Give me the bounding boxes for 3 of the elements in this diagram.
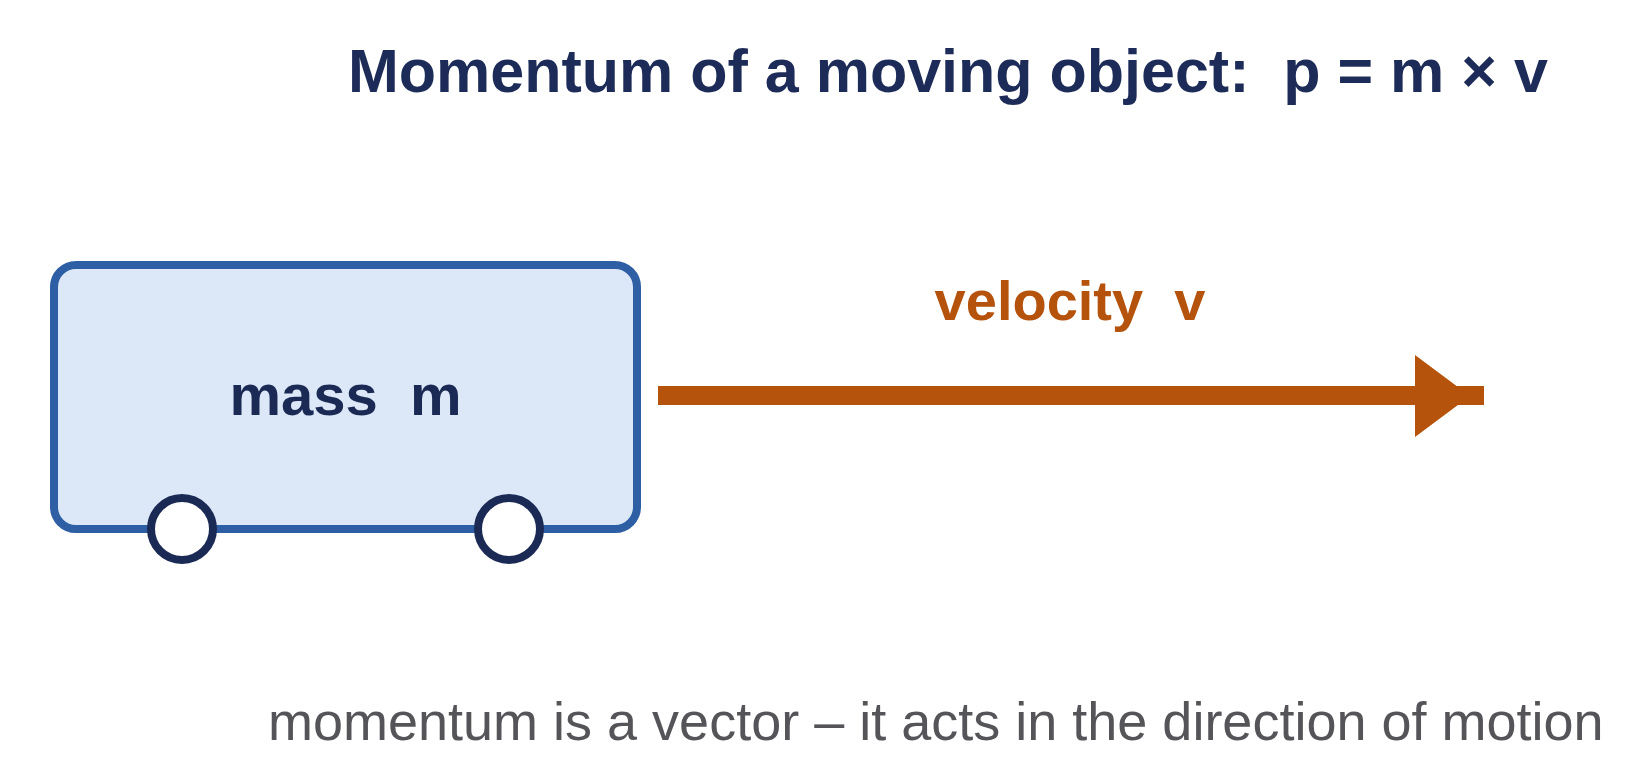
caption: momentum is a vector – it acts in the direction of motion bbox=[268, 694, 1604, 748]
cart-body bbox=[50, 261, 641, 533]
mass-label: mass m bbox=[229, 366, 462, 424]
